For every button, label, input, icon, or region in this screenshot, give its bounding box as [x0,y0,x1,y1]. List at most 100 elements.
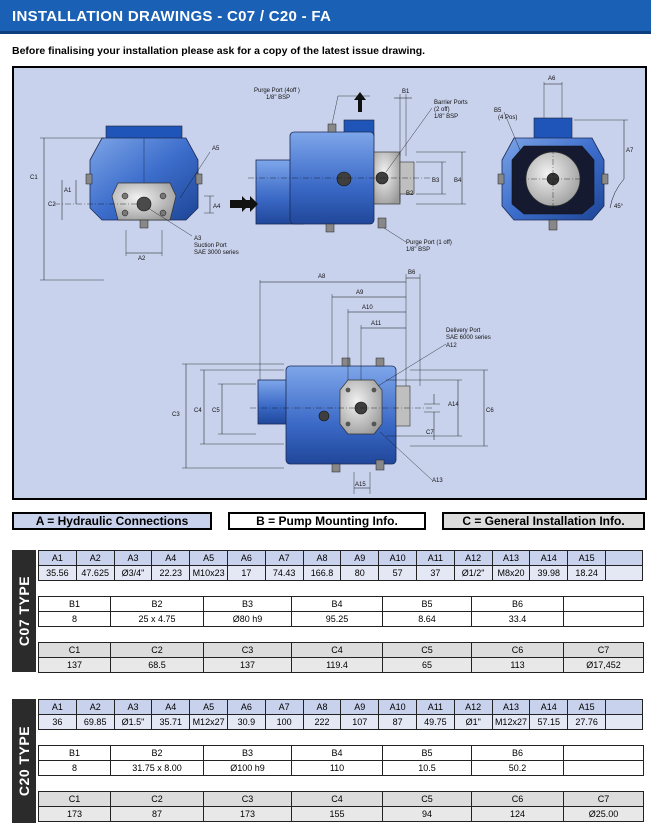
value-cell: M12x27 [189,714,228,730]
value-cell [563,760,644,776]
delivery-view: A8 B6 A9 A10 A11 Delivery Port SAE 6000 … [172,270,494,494]
callout-delivery-1: Delivery Port [446,328,481,334]
value-cell: M12x27 [491,714,531,730]
dim-a2: A2 [138,256,146,262]
value-cell: 10.5 [382,760,472,776]
dim-c7: C7 [426,430,434,436]
header-cell: C1 [38,642,111,658]
dim-a8: A8 [318,274,326,280]
dim-a10: A10 [362,305,373,311]
header-cell: B4 [291,596,383,612]
header-cell: C4 [291,642,383,658]
callout-purge-bottom-2: 1/8" BSP [406,247,430,253]
header-cell: B5 [382,745,472,761]
value-cell: 27.76 [567,714,606,730]
header-cell: A11 [415,699,455,715]
type-label-c07: C07 TYPE [12,550,36,672]
c20-b-table: B1 B2 B3 B4 B5 B6 8 31.75 x 8.00 Ø100 h9… [38,745,644,776]
header-cell: C6 [471,791,564,807]
value-cell [605,565,643,581]
value-cell: M10x23 [189,565,228,581]
dim-c4: C4 [194,408,202,414]
value-cell: 110 [291,760,383,776]
callout-suction-1: A3 [194,236,202,242]
table-row: C1 C2 C3 C4 C5 C6 C7 [38,791,644,807]
table-row: A1 A2 A3 A4 A5 A6 A7 A8 A9 A10 A11 A12 A… [38,699,643,715]
header-cell: B4 [291,745,383,761]
table-row: C1 C2 C3 C4 C5 C6 C7 [38,642,644,658]
value-cell: 69.85 [75,714,115,730]
value-cell: 119.4 [291,657,383,673]
callout-barrier-1: Barrier Ports [434,100,468,106]
callout-purge-bottom-1: Purge Port (1 off) [406,240,452,246]
dim-a9: A9 [356,290,364,296]
value-cell: 37 [415,565,455,581]
dim-a11: A11 [371,321,382,327]
header-cell: B2 [110,745,204,761]
header-cell: A6 [226,699,266,715]
callout-suction-3: SAE 3000 series [194,250,239,256]
header-cell: A5 [189,550,228,566]
drawing-canvas: C1 C2 A1 A2 A5 A4 A3 Suction Port SAE 30… [30,76,634,494]
dim-b5: B5 [494,108,502,114]
c20-c-table: C1 C2 C3 C4 C5 C6 C7 173 87 173 155 94 1… [38,791,644,822]
callout-angle: 45° [614,204,624,210]
value-cell: 8.64 [382,611,472,627]
header-cell: A13 [491,699,531,715]
header-cell: A14 [529,550,569,566]
header-cell: A13 [491,550,531,566]
value-cell: 8 [38,760,111,776]
value-cell: 80 [340,565,380,581]
title-bar: INSTALLATION DRAWINGS - C07 / C20 - FA [0,0,651,34]
value-cell: 137 [203,657,292,673]
dim-a1: A1 [64,188,72,194]
header-cell: A10 [378,550,417,566]
header-cell: C4 [291,791,383,807]
value-cell: 47.625 [75,565,115,581]
value-cell: Ø3/4" [113,565,153,581]
callout-barrier-2: (2 off) [434,107,450,113]
rear-view: A6 A7 45° B5 (4 Pos) [494,76,634,231]
value-cell: 49.75 [415,714,455,730]
header-cell: A15 [567,550,606,566]
header-cell: B6 [471,745,564,761]
table-row: 36 69.85 Ø1.5" 35.71 M12x27 30.9 100 222… [38,714,643,730]
header-cell: A12 [453,699,493,715]
value-cell: 57 [378,565,417,581]
callout-purge-top-2: 1/8" BSP [266,95,290,101]
dim-b4: B4 [454,178,462,184]
header-cell: B2 [110,596,204,612]
value-cell: 87 [378,714,417,730]
value-cell: 137 [38,657,111,673]
value-cell: 173 [38,806,111,822]
dim-a6: A6 [548,76,556,82]
value-cell: 74.43 [264,565,304,581]
value-cell: Ø1" [453,714,493,730]
header-cell [563,745,644,761]
table-row: 173 87 173 155 94 124 Ø25.00 [38,806,644,822]
header-cell: A5 [189,699,228,715]
header-cell: B6 [471,596,564,612]
header-cell: A10 [378,699,417,715]
c07-c-table: C1 C2 C3 C4 C5 C6 C7 137 68.5 137 119.4 … [38,642,644,673]
value-cell: 17 [226,565,266,581]
header-cell [563,596,644,612]
table-row: 8 31.75 x 8.00 Ø100 h9 110 10.5 50.2 [38,760,644,776]
dim-a15: A15 [355,482,366,488]
header-cell: C2 [110,642,204,658]
value-cell [563,611,644,627]
table-row: B1 B2 B3 B4 B5 B6 [38,596,644,612]
header-cell: A2 [75,699,115,715]
header-cell: C6 [471,642,564,658]
value-cell [605,714,643,730]
header-cell: B1 [38,596,111,612]
legend-general: C = General Installation Info. [442,512,645,530]
callout-barrier-3: 1/8" BSP [434,114,458,120]
header-cell: B1 [38,745,111,761]
header-cell: C5 [382,642,472,658]
dim-b6: B6 [408,270,416,276]
header-cell: C1 [38,791,111,807]
value-cell: 65 [382,657,472,673]
legend-mounting: B = Pump Mounting Info. [228,512,426,530]
header-cell: A4 [151,699,191,715]
